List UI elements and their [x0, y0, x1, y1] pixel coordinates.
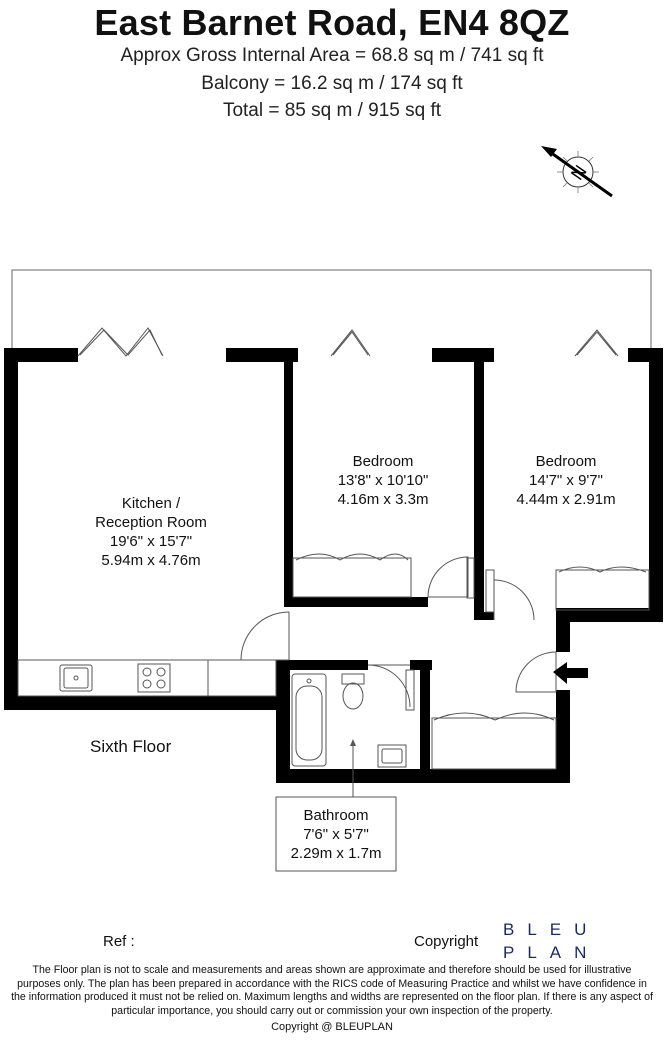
property-title: East Barnet Road, EN4 8QZ: [94, 2, 570, 43]
toilet-icon: [341, 673, 365, 710]
compass-icon: N: [541, 146, 613, 198]
bathroom-metric: 2.29m x 1.7m: [290, 845, 382, 862]
balcony-area-text: Balcony = 16.2 sq m / 174 sq ft: [201, 73, 463, 94]
copyright-line: Copyright @ BLEUPLAN: [271, 1021, 393, 1033]
bedroom1-name: Bedroom: [352, 453, 414, 470]
folding-door-bedroom1: [330, 329, 371, 357]
kitchen-label: Kitchen / Reception Room 19'6" x 15'7" 5…: [68, 494, 234, 570]
kitchen-sink-icon: [59, 664, 93, 692]
bathroom-sink-icon: [377, 744, 407, 768]
ref-label: Ref :: [103, 933, 135, 950]
floor-label: Sixth Floor: [90, 737, 172, 756]
bedroom2-label: Bedroom 14'7" x 9'7" 4.44m x 2.91m: [494, 452, 638, 509]
copyright-label: Copyright: [414, 933, 479, 950]
bedroom2-name: Bedroom: [535, 453, 597, 470]
pointer-arrow-icon: [350, 739, 356, 800]
kitchen-name-line2: Reception Room: [95, 514, 207, 531]
disclaimer-text: The Floor plan is not to scale and measu…: [11, 964, 653, 1017]
kitchen-name-line1: Kitchen /: [121, 495, 181, 512]
kitchen-metric: 5.94m x 4.76m: [101, 552, 201, 569]
gross-area-text: Approx Gross Internal Area = 68.8 sq m /…: [120, 45, 544, 66]
balcony-outline: [11, 269, 652, 348]
bedroom1-imperial: 13'8" x 10'10": [337, 472, 429, 489]
folding-door-bedroom2: [574, 329, 619, 357]
kitchen-imperial: 19'6" x 15'7": [109, 533, 193, 550]
logo-line1: BLEU: [503, 920, 600, 939]
bedroom1-label: Bedroom 13'8" x 10'10" 4.16m x 3.3m: [310, 452, 456, 509]
bathroom-name: Bathroom: [303, 807, 369, 824]
bleuplan-logo: BLEU PLAN: [503, 918, 599, 964]
entrance-arrow-icon: [553, 662, 588, 684]
bathroom-label: Bathroom 7'6" x 5'7" 2.29m x 1.7m: [276, 806, 396, 863]
bathtub-icon: [291, 673, 327, 767]
hob-icon: [137, 663, 171, 693]
bedroom2-imperial: 14'7" x 9'7": [529, 472, 603, 489]
bathroom-label-box: [275, 796, 397, 872]
walls: [4, 348, 663, 783]
folding-door-kitchen: [77, 327, 164, 357]
total-area-text: Total = 85 sq m / 915 sq ft: [222, 100, 442, 121]
bathroom-imperial: 7'6" x 5'7": [303, 826, 369, 843]
logo-line2: PLAN: [503, 943, 600, 962]
bedroom1-metric: 4.16m x 3.3m: [337, 491, 429, 508]
bedroom2-metric: 4.44m x 2.91m: [516, 491, 616, 508]
